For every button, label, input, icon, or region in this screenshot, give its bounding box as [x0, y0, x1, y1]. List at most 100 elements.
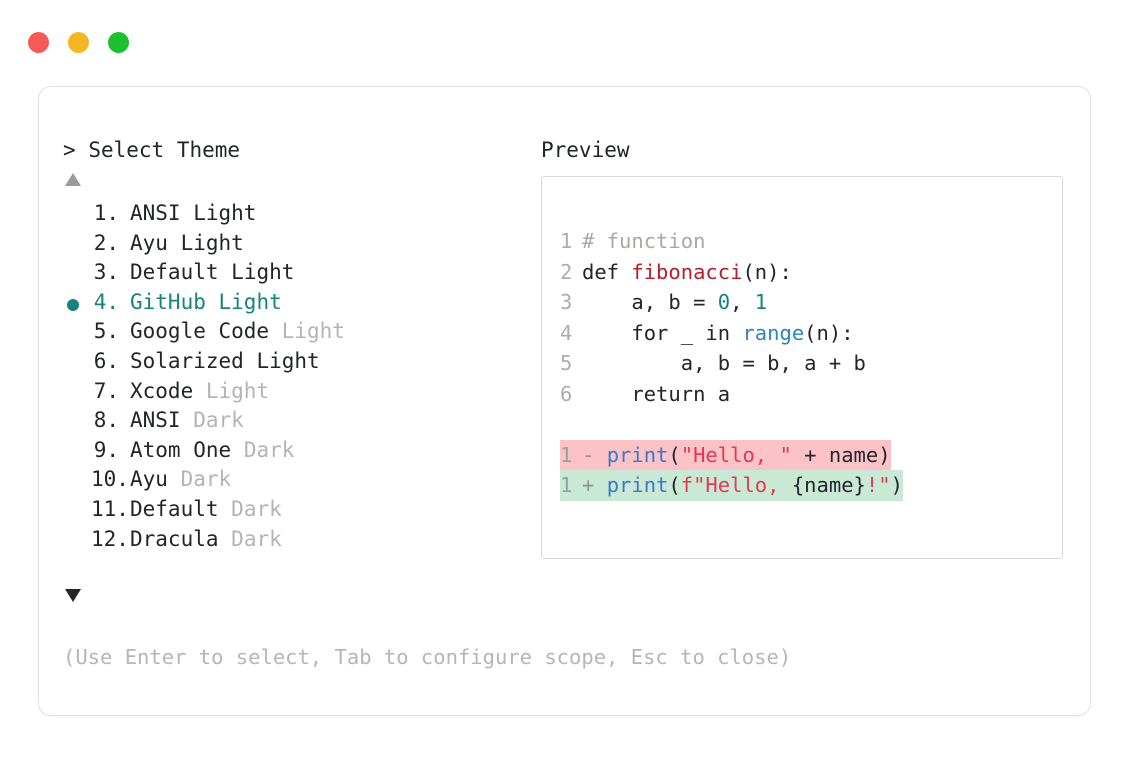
theme-item-name: GitHub: [130, 289, 206, 314]
code-spacer: [560, 409, 903, 440]
code-line: 6 return a: [560, 379, 903, 410]
code-token: (n):: [804, 320, 854, 345]
theme-item-variant-tag: Dark: [231, 526, 282, 551]
code-token: + name): [791, 442, 891, 467]
theme-list-item[interactable]: 5. Google Code Light: [63, 317, 523, 347]
theme-item-name: Default: [130, 496, 219, 521]
theme-list-item[interactable]: 9.Atom One Dark: [63, 436, 523, 466]
theme-item-space: [231, 438, 244, 462]
theme-list-item[interactable]: 2. Ayu Light: [63, 229, 523, 259]
theme-item-variant-tag: Light: [205, 378, 270, 403]
minimize-window-button[interactable]: [68, 32, 89, 53]
code-token: {name}: [791, 473, 866, 497]
theme-list-item[interactable]: 10.Ayu Dark: [63, 465, 523, 495]
prompt-chevron-icon: >: [63, 138, 76, 162]
diff-removed-line: 1- print("Hello, " + name): [560, 439, 891, 470]
theme-item-variant-tag: Dark: [243, 437, 295, 462]
preview-label: Preview: [541, 138, 630, 162]
theme-list-item[interactable]: 6. Solarized Light: [63, 347, 523, 377]
theme-item-index: 11.: [91, 496, 129, 521]
keyboard-hint: (Use Enter to select, Tab to configure s…: [63, 645, 792, 669]
theme-item-name: Google Code: [130, 319, 270, 344]
theme-list-item[interactable]: 7.Xcode Light: [63, 377, 523, 407]
code-token: "Hello, ": [680, 442, 792, 467]
diff-sign: -: [582, 442, 607, 467]
theme-item-space: [168, 231, 181, 255]
theme-item-name: ANSI: [130, 201, 181, 225]
code-token: !": [865, 473, 891, 497]
code-line: 4 for _ in range(n):: [560, 318, 903, 349]
theme-item-index: 12.: [91, 526, 129, 551]
theme-item-variant-tag: Light: [281, 319, 345, 344]
theme-list-item[interactable]: 3.Default Light: [63, 258, 523, 288]
theme-item-variant-tag: Light: [193, 201, 257, 225]
theme-list-item[interactable]: 11.Default Dark: [63, 495, 523, 525]
theme-list-item[interactable]: 1.ANSI Light: [63, 199, 523, 229]
code-line: 1 # function: [560, 226, 903, 257]
theme-item-space: [219, 527, 232, 551]
theme-item-variant-tag: Light: [256, 348, 320, 373]
theme-list-item[interactable]: 8.ANSI Dark: [63, 406, 523, 436]
theme-list-item[interactable]: 12.Dracula Dark: [63, 525, 523, 555]
code-token: fibonacci: [631, 259, 743, 284]
page-title: Select Theme: [88, 138, 241, 162]
code-token: for _ in: [582, 320, 743, 345]
scroll-down-arrow-icon[interactable]: [65, 589, 81, 602]
code-token: a, b =: [582, 290, 718, 314]
code-token: print: [606, 473, 669, 497]
line-number: 6: [560, 381, 573, 406]
code-token: 1: [754, 290, 768, 314]
theme-item-name: ANSI: [130, 408, 181, 433]
code-token: # function: [582, 229, 706, 253]
line-number: 4: [560, 320, 573, 345]
theme-item-index: 10.: [91, 467, 129, 492]
scroll-up-arrow-icon[interactable]: [65, 173, 81, 186]
theme-item-index: 9.: [93, 437, 119, 462]
diff-added-line: 1+ print(f"Hello, {name}!"): [560, 470, 903, 501]
theme-item-index: 3.: [93, 260, 119, 285]
theme-item-variant-tag: Light: [180, 230, 244, 255]
theme-list-item[interactable]: 4.GitHub Light: [63, 288, 523, 318]
code-token: (n):: [742, 259, 792, 284]
theme-item-name: Solarized: [130, 348, 244, 373]
theme-item-name: Ayu: [130, 467, 168, 492]
prompt-line: > Select Theme: [63, 137, 240, 163]
theme-item-space: [206, 290, 219, 314]
theme-item-index: 5.: [93, 319, 119, 344]
line-number: 1: [560, 229, 573, 253]
theme-item-index: 8.: [93, 408, 119, 433]
theme-item-space: [269, 319, 282, 343]
theme-item-space: [168, 467, 181, 491]
line-number: 5: [560, 351, 573, 375]
maximize-window-button[interactable]: [108, 32, 129, 53]
code-token: print: [606, 442, 669, 467]
theme-item-space: [193, 379, 206, 403]
code-line: 5 a, b = b, a + b: [560, 348, 903, 379]
theme-item-index: 2.: [93, 230, 119, 255]
code-token: ,: [730, 290, 755, 314]
theme-item-variant-tag: Dark: [231, 496, 282, 521]
line-number: 1: [560, 442, 573, 467]
close-window-button[interactable]: [28, 32, 49, 53]
theme-item-index: 7.: [93, 378, 119, 403]
theme-item-index: 6.: [93, 348, 119, 373]
theme-item-space: [219, 497, 232, 521]
selected-bullet-icon: [67, 298, 79, 311]
code-token: ): [890, 473, 903, 497]
code-token: (: [668, 473, 681, 497]
window-traffic-lights: [28, 32, 129, 53]
code-line: 3 a, b = 0, 1: [560, 287, 903, 318]
theme-item-space: [219, 260, 232, 284]
theme-item-space: [181, 408, 194, 432]
theme-item-space: [181, 201, 194, 225]
code-token: range: [742, 320, 805, 345]
theme-item-variant-tag: Dark: [180, 467, 232, 492]
theme-item-name: Dracula: [130, 526, 219, 551]
diff-line: 1+ print(f"Hello, {name}!"): [560, 470, 903, 501]
code-token: a, b = b, a + b: [582, 351, 866, 375]
theme-item-space: [244, 349, 257, 373]
theme-item-name: Ayu: [130, 230, 168, 255]
theme-item-name: Default: [130, 260, 219, 285]
